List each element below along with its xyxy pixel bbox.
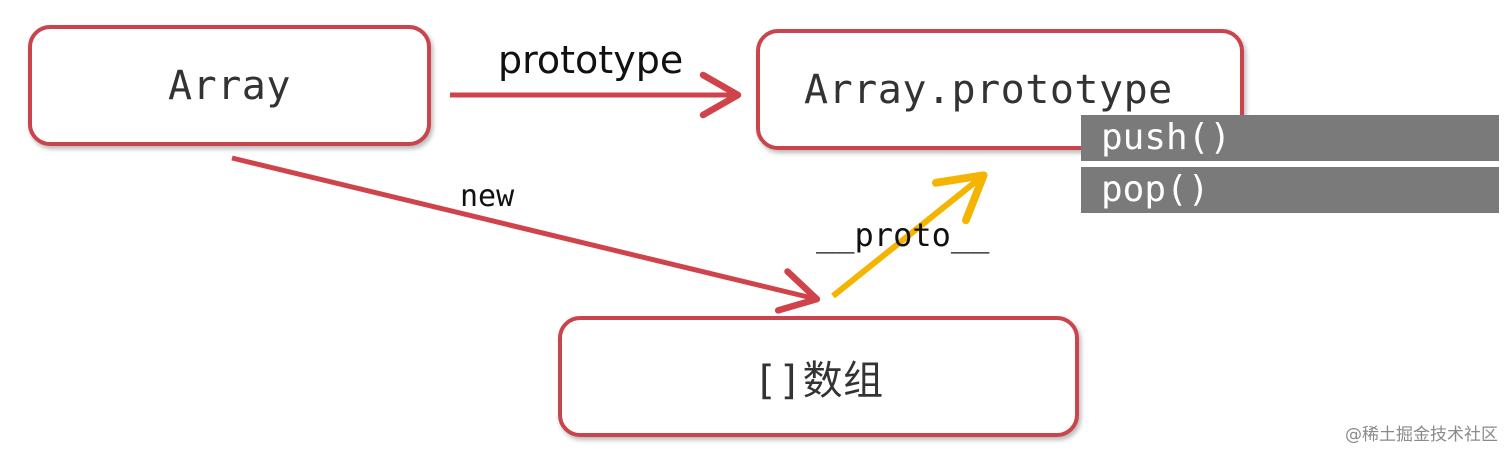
watermark: @稀土掘金技术社区 xyxy=(1345,425,1498,445)
method-pop: pop() xyxy=(1081,167,1499,213)
prototype-edge-label: prototype xyxy=(498,38,684,82)
new-arrow xyxy=(231,155,821,314)
new-edge-label: new xyxy=(460,179,515,214)
array-prototype-label: Array.prototype xyxy=(804,66,1173,113)
method-push: push() xyxy=(1081,115,1499,161)
array-constructor-node: Array xyxy=(28,25,431,146)
array-instance-node: []数组 xyxy=(558,316,1079,437)
array-instance-label: []数组 xyxy=(753,357,884,404)
array-constructor-label: Array xyxy=(168,62,291,109)
proto-link-edge-label: __proto__ xyxy=(816,216,990,254)
